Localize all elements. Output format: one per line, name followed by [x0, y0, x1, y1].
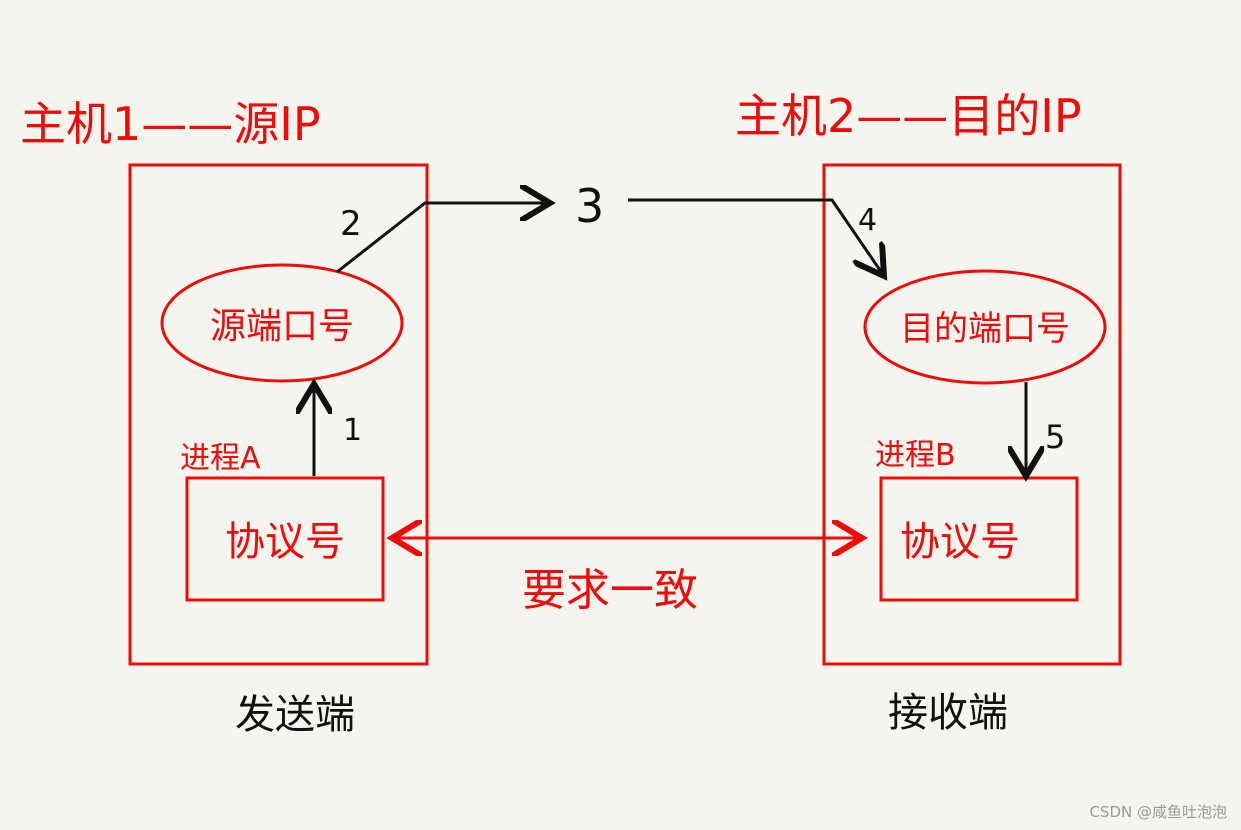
host2-label: 主机2——目的IP — [735, 89, 1082, 143]
source-port-label: 源端口号 — [210, 306, 354, 347]
step3-label: 3 — [575, 179, 604, 233]
sender-label: 发送端 — [235, 692, 355, 738]
host1-label: 主机1——源IP — [20, 97, 321, 151]
consistency-label: 要求一致 — [522, 565, 698, 616]
watermark: CSDN @咸鱼吐泡泡 — [1089, 803, 1227, 821]
step2-label: 2 — [340, 204, 362, 244]
host1-box — [128, 163, 429, 666]
protocol-b-box — [879, 476, 1079, 602]
receiver-label: 接收端 — [888, 690, 1008, 736]
step5-label: 5 — [1045, 418, 1065, 456]
step4-label: 4 — [858, 203, 877, 238]
protocol-b-label: 协议号 — [900, 519, 1020, 565]
dest-port-label: 目的端口号 — [900, 309, 1070, 349]
source-port-ellipse — [160, 263, 404, 383]
process-b-label: 进程B — [875, 438, 956, 473]
protocol-a-box — [185, 476, 385, 602]
protocol-a-label: 协议号 — [225, 519, 345, 565]
dest-port-ellipse — [863, 269, 1107, 385]
step1-label: 1 — [343, 413, 362, 448]
step2-path — [336, 203, 550, 274]
step4-path — [628, 198, 884, 276]
host2-box — [822, 163, 1122, 666]
process-a-label: 进程A — [180, 441, 261, 476]
